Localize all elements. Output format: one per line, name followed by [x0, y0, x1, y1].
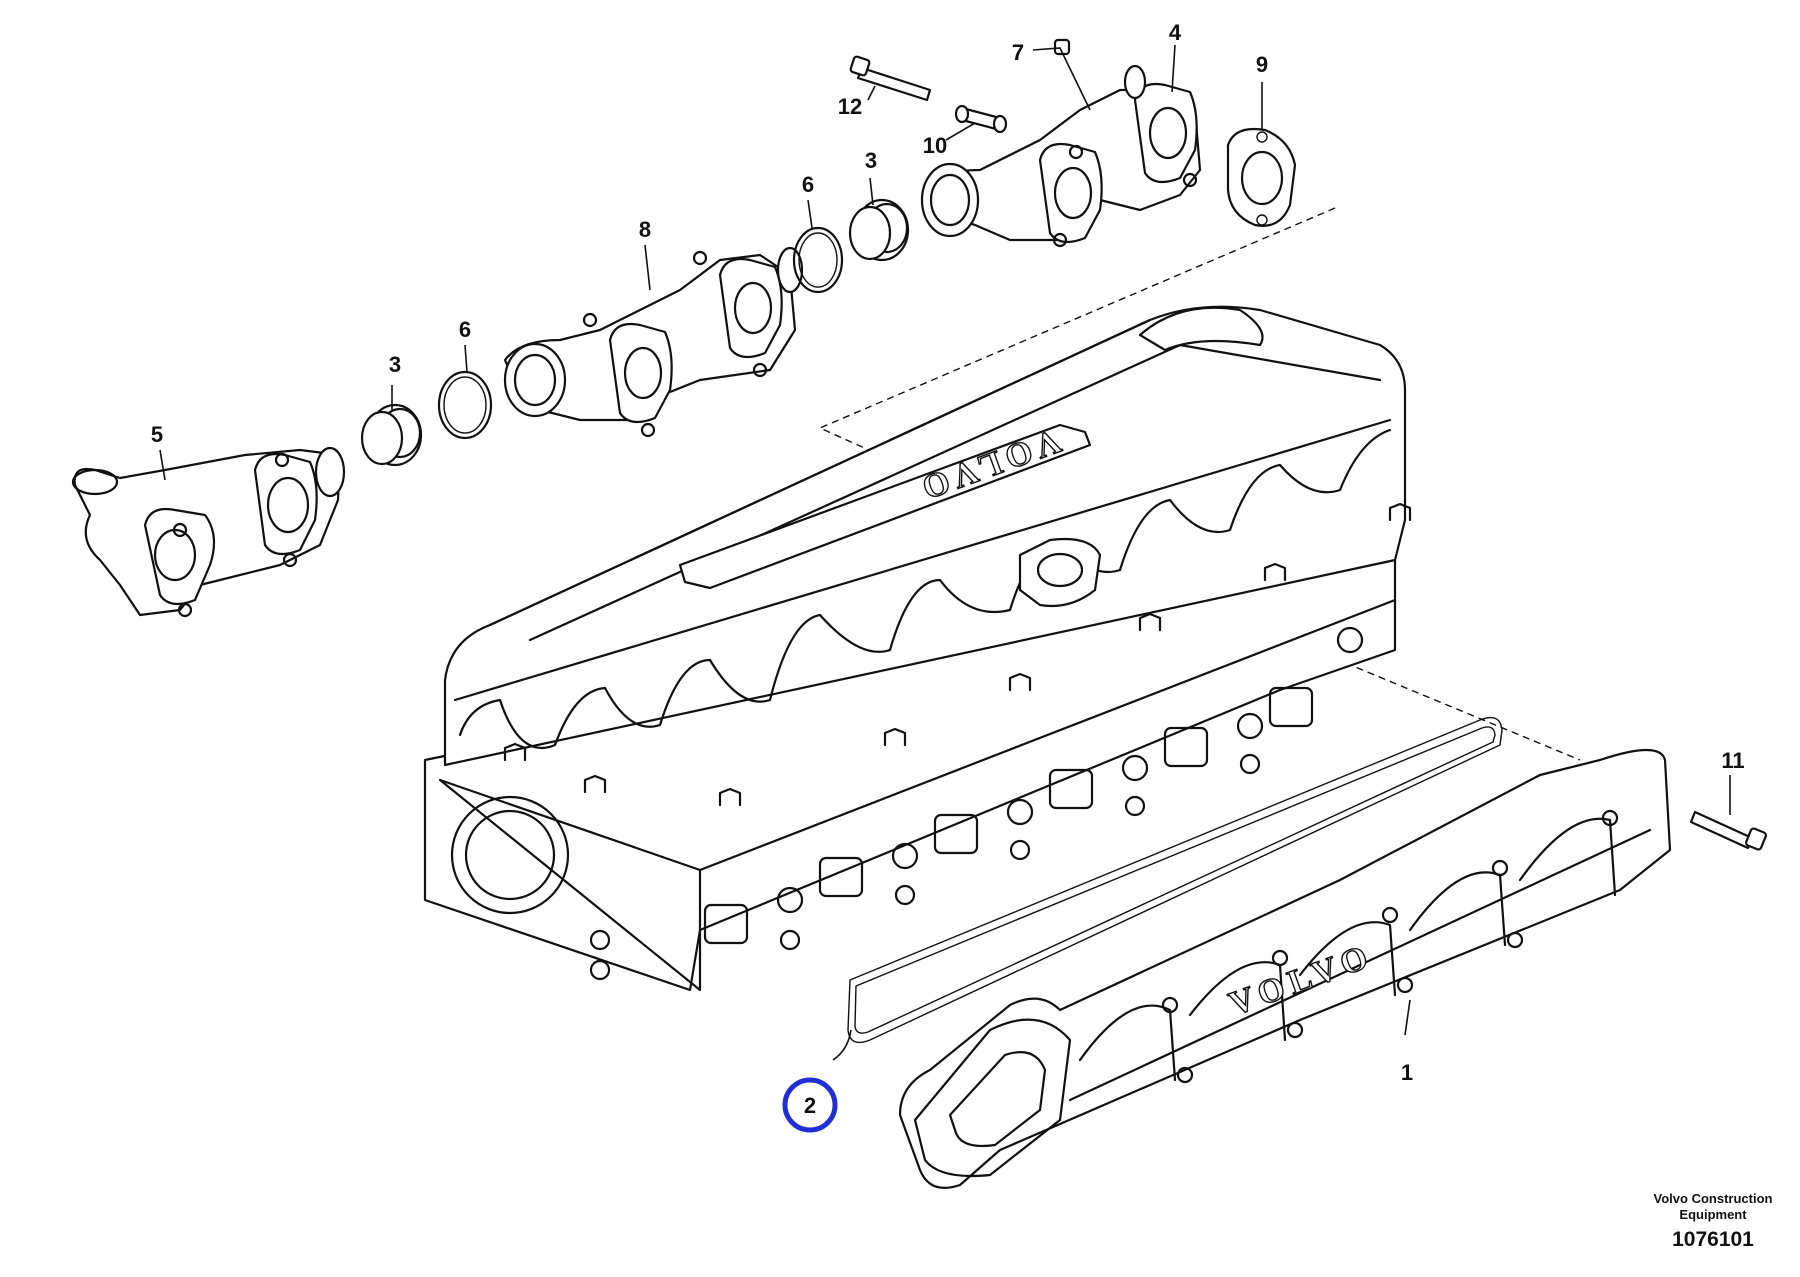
- brand-line-1: Volvo Construction: [1654, 1191, 1773, 1206]
- sealing-ring-3-upper: [848, 198, 910, 262]
- callout-12[interactable]: 12: [838, 94, 862, 119]
- drawing-number: 1076101: [1672, 1228, 1754, 1251]
- callout-3-upper[interactable]: 3: [865, 148, 877, 173]
- callout-labels: 1 2 3 3 4 5 6 6 7 8 9 10 11 12: [151, 20, 1745, 1118]
- flange-gasket-9: [1226, 127, 1297, 227]
- callout-9[interactable]: 9: [1256, 52, 1268, 77]
- callout-2-highlight-ring: [782, 1077, 838, 1133]
- spacer-sleeve-10: [954, 104, 1008, 134]
- bolt-11: [1689, 810, 1767, 851]
- callout-10[interactable]: 10: [923, 133, 947, 158]
- cover-logo-plate: [678, 423, 1092, 590]
- callout-6-lower[interactable]: 6: [459, 317, 471, 342]
- leader-lines: [159, 44, 1731, 1061]
- sealing-ring-3-lower: [360, 403, 423, 467]
- cover-bolts: [503, 502, 1412, 807]
- manifold-section-middle: [503, 246, 804, 438]
- cylinder-head-assembly: VOLVO: [423, 305, 1412, 992]
- exhaust-port-row: [589, 626, 1364, 981]
- cylinder-head-block: [423, 558, 1397, 992]
- callout-8[interactable]: 8: [639, 217, 651, 242]
- callout-2[interactable]: 2: [804, 1093, 816, 1118]
- o-ring-6-lower: [437, 370, 493, 440]
- o-ring-6-upper: [792, 226, 844, 294]
- callout-1[interactable]: 1: [1401, 1060, 1413, 1085]
- callout-3-lower[interactable]: 3: [389, 352, 401, 377]
- bolt-12: [849, 55, 932, 102]
- callout-6-upper[interactable]: 6: [802, 172, 814, 197]
- exhaust-manifold: VOLVO: [898, 749, 1672, 1189]
- brand-line-2: Equipment: [1679, 1207, 1747, 1222]
- plug-7: [1053, 38, 1071, 56]
- callout-5[interactable]: 5: [151, 422, 163, 447]
- callout-11[interactable]: 11: [1721, 748, 1744, 773]
- callout-4[interactable]: 4: [1169, 20, 1182, 45]
- callout-7[interactable]: 7: [1012, 40, 1024, 65]
- manifold-section-front: [71, 446, 346, 618]
- manifold-section-rear: [920, 64, 1202, 248]
- drawing-footer: Volvo Construction Equipment 1076101: [1654, 1191, 1773, 1251]
